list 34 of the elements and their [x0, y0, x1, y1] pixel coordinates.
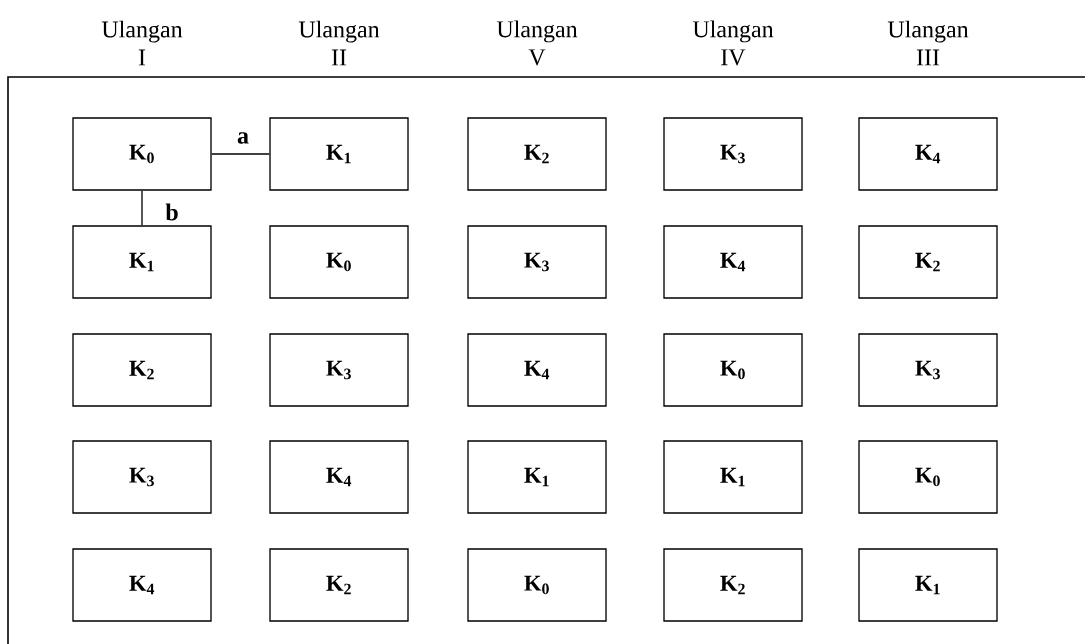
- plot-box: K$_{3}$: [858, 333, 998, 407]
- plot-box: K$_{1}$: [269, 117, 409, 191]
- plot-box: K$_{1}$: [858, 548, 998, 622]
- plot-box: K$_{1}$: [663, 440, 803, 514]
- plot-box: K$_{3}$: [269, 333, 409, 407]
- plot-box: K$_{2}$: [663, 548, 803, 622]
- column-heading: Ulangan V: [496, 20, 578, 66]
- plot-box: K$_{3}$: [72, 440, 212, 514]
- plot-box: K$_{4}$: [467, 333, 607, 407]
- plot-box: K$_{0}$: [72, 117, 212, 191]
- column-heading: Ulangan I: [101, 20, 183, 66]
- plot-box: K$_{4}$: [663, 225, 803, 299]
- plot-box: K$_{0}$: [269, 225, 409, 299]
- edge-label: a: [237, 132, 249, 144]
- plot-box: K$_{1}$: [467, 440, 607, 514]
- plot-box: K$_{4}$: [269, 440, 409, 514]
- plot-box: K$_{3}$: [467, 225, 607, 299]
- connector-line: [211, 153, 270, 155]
- column-heading: Ulangan II: [298, 20, 380, 66]
- column-heading: Ulangan III: [887, 20, 969, 66]
- edge-label: b: [165, 203, 178, 221]
- plot-box: K$_{2}$: [269, 548, 409, 622]
- plot-box: K$_{2}$: [467, 117, 607, 191]
- plot-box: K$_{0}$: [663, 333, 803, 407]
- plot-box: K$_{4}$: [858, 117, 998, 191]
- column-heading: Ulangan IV: [692, 20, 774, 66]
- plot-box: K$_{0}$: [467, 548, 607, 622]
- plot-box: K$_{1}$: [72, 225, 212, 299]
- plot-box: K$_{0}$: [858, 440, 998, 514]
- connector-line: [141, 190, 143, 226]
- plot-box: K$_{2}$: [858, 225, 998, 299]
- plot-box: K$_{4}$: [72, 548, 212, 622]
- plot-box: K$_{2}$: [72, 333, 212, 407]
- plot-box: K$_{3}$: [663, 117, 803, 191]
